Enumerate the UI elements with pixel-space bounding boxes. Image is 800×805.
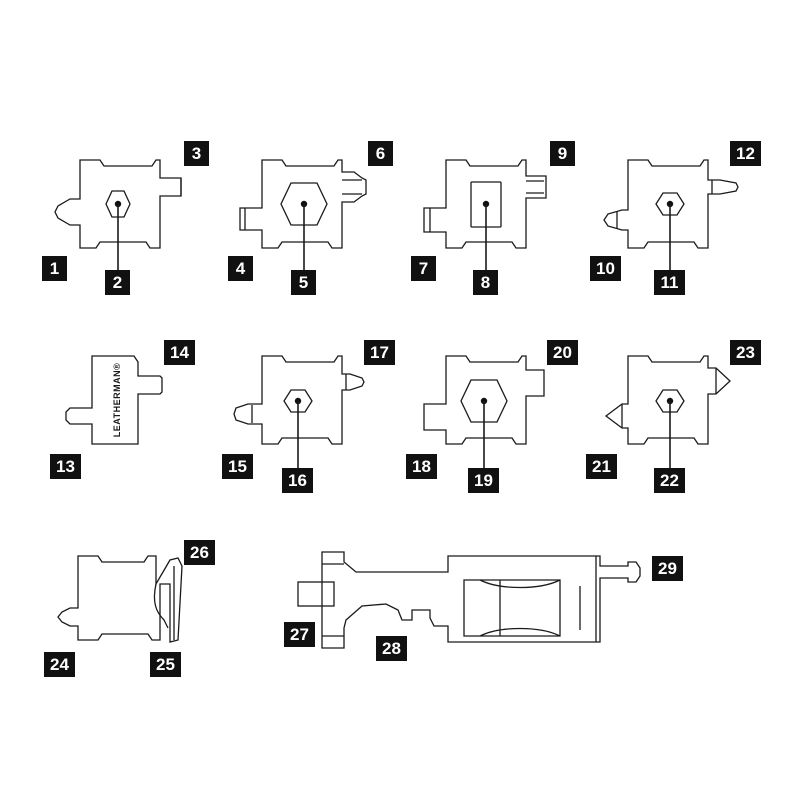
callout-6: 6 bbox=[368, 141, 393, 166]
long-driver-piece bbox=[297, 551, 641, 649]
bit-piece-4 bbox=[603, 159, 739, 270]
callout-29: 29 bbox=[652, 556, 683, 581]
bit-piece-7 bbox=[604, 355, 731, 468]
callout-22: 22 bbox=[654, 468, 685, 493]
hex-socket-icon bbox=[105, 190, 131, 218]
callout-25: 25 bbox=[150, 652, 181, 677]
bit-piece-3 bbox=[423, 159, 547, 270]
callout-15: 15 bbox=[222, 454, 253, 479]
bit-piece-5 bbox=[233, 355, 365, 468]
callout-8: 8 bbox=[473, 270, 498, 295]
callout-24: 24 bbox=[44, 652, 75, 677]
callout-20: 20 bbox=[547, 340, 578, 365]
callout-9: 9 bbox=[550, 141, 575, 166]
callout-26: 26 bbox=[184, 540, 215, 565]
callout-1: 1 bbox=[42, 256, 67, 281]
bit-piece-6 bbox=[423, 355, 545, 468]
callout-11: 11 bbox=[654, 270, 685, 295]
callout-12: 12 bbox=[730, 141, 761, 166]
hex-socket-icon bbox=[280, 182, 328, 226]
brand-piece bbox=[65, 355, 163, 445]
hex-socket-icon bbox=[655, 389, 685, 413]
callout-27: 27 bbox=[284, 622, 315, 647]
hex-socket-icon bbox=[655, 192, 685, 216]
callout-13: 13 bbox=[50, 454, 81, 479]
hex-socket-icon bbox=[460, 379, 508, 423]
callout-3: 3 bbox=[184, 141, 209, 166]
bit-piece-2 bbox=[239, 159, 367, 270]
bit-piece-1 bbox=[54, 159, 182, 270]
bit-piece-8 bbox=[57, 555, 183, 643]
hex-socket-icon bbox=[283, 389, 313, 413]
callout-23: 23 bbox=[730, 340, 761, 365]
brand-text: LEATHERMAN® bbox=[112, 363, 122, 437]
callout-21: 21 bbox=[586, 454, 617, 479]
callout-2: 2 bbox=[105, 270, 130, 295]
callout-7: 7 bbox=[411, 256, 436, 281]
callout-18: 18 bbox=[406, 454, 437, 479]
callout-4: 4 bbox=[228, 256, 253, 281]
callout-14: 14 bbox=[164, 340, 195, 365]
callout-17: 17 bbox=[364, 340, 395, 365]
callout-10: 10 bbox=[590, 256, 621, 281]
callout-16: 16 bbox=[282, 468, 313, 493]
callout-5: 5 bbox=[291, 270, 316, 295]
callout-19: 19 bbox=[468, 468, 499, 493]
socket-block bbox=[297, 581, 335, 607]
callout-28: 28 bbox=[376, 636, 407, 661]
